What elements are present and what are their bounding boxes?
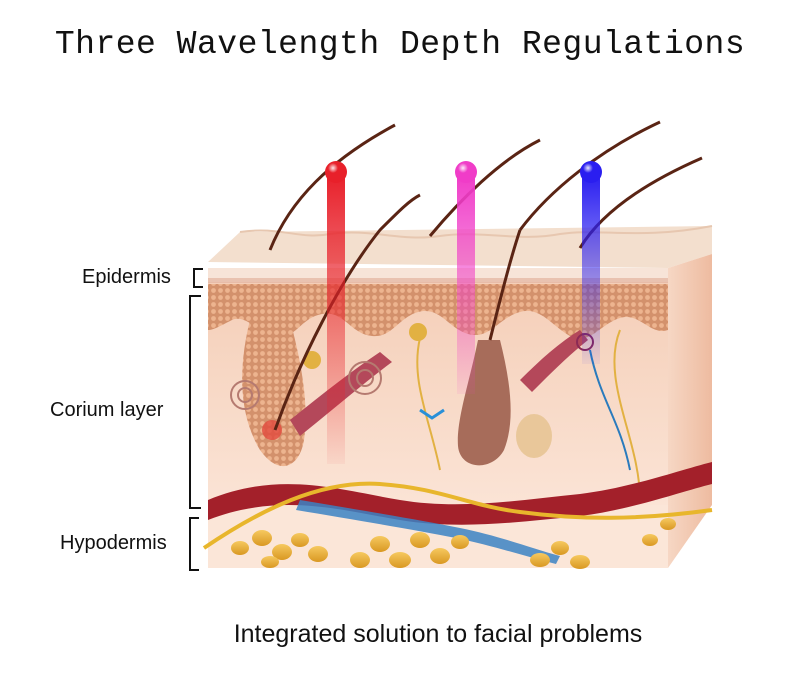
- label-epidermis: Epidermis: [82, 266, 171, 288]
- fat-cells: [231, 518, 676, 569]
- diagram-subtitle: Integrated solution to facial problems: [233, 620, 643, 648]
- blood-vessel-red: [208, 462, 712, 525]
- bracket-corium-layer: [189, 295, 201, 509]
- hair-strand: [428, 138, 541, 237]
- label-corium-layer: Corium layer: [50, 399, 164, 421]
- hair-strand: [268, 123, 396, 251]
- hair-strand: [273, 193, 421, 431]
- blood-vessel-blue: [296, 500, 560, 564]
- papillary-cell-layer: [208, 284, 668, 339]
- hair-strand: [518, 120, 661, 231]
- blue-light-beam: [582, 174, 600, 364]
- red-light-beam: [327, 174, 345, 464]
- bracket-hypodermis: [189, 517, 199, 571]
- bracket-epidermis: [193, 268, 203, 288]
- hair-strand: [488, 229, 522, 341]
- magenta-light-beam: [457, 174, 475, 394]
- label-hypodermis: Hypodermis: [60, 532, 167, 554]
- diagram-title: Three Wavelength Depth Regulations: [54, 26, 746, 63]
- nerve-fiber: [202, 481, 713, 550]
